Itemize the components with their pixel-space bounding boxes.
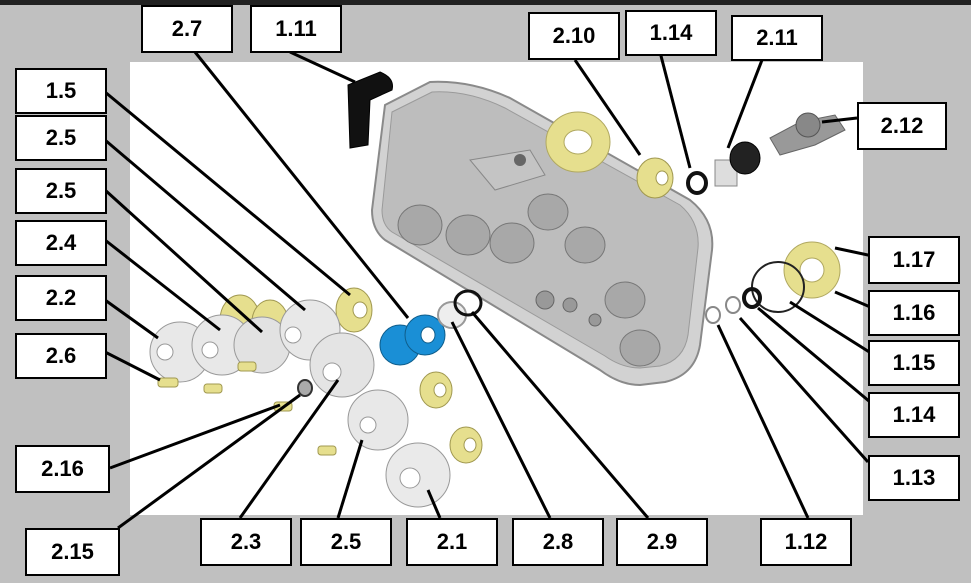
bearing-2-10 [636,157,674,199]
leader-1-15 [789,300,883,362]
washer-2-15 [297,379,313,397]
label-1-5[interactable]: 1.5 [15,68,107,114]
label-1-15[interactable]: 1.15 [868,340,960,386]
leader-1-13 [738,317,870,463]
label-2-1[interactable]: 2.1 [406,518,498,566]
label-2-15[interactable]: 2.15 [25,528,120,576]
leader-2-2 [104,298,159,340]
bearing-cover-plate [783,241,841,299]
label-2-8[interactable]: 2.8 [512,518,604,566]
leader-2-10 [573,59,642,156]
seal-ring-right [742,287,762,309]
label-2-5-a[interactable]: 2.5 [15,115,107,161]
leader-2-5-a [104,138,306,312]
cover-part [347,71,393,149]
leader-1-11 [289,50,356,84]
leader-1-14-top [658,51,692,169]
label-1-16[interactable]: 1.16 [868,290,960,336]
gear-cluster [149,294,451,508]
leader-2-9 [470,311,650,519]
lower-bearings [419,371,483,464]
label-2-7[interactable]: 2.7 [141,5,233,53]
housing-plate [370,80,714,387]
label-2-2[interactable]: 2.2 [15,275,107,321]
label-2-5-b[interactable]: 2.5 [15,168,107,214]
label-2-9[interactable]: 2.9 [616,518,708,566]
leader-2-12 [821,116,858,124]
leader-2-3 [238,379,340,519]
washer-1-12 [705,306,721,324]
label-1-14-top[interactable]: 1.14 [625,10,717,56]
leader-2-5-c [336,439,364,519]
label-2-4[interactable]: 2.4 [15,220,107,266]
leader-2-15 [117,393,301,530]
flange-plate [545,111,611,173]
shaft-2-12 [769,112,846,156]
label-1-13[interactable]: 1.13 [868,455,960,501]
label-2-16[interactable]: 2.16 [15,445,110,493]
label-1-12[interactable]: 1.12 [760,518,852,566]
bearing-1-5 [335,287,373,333]
leader-1-14-right [757,306,883,414]
leader-2-7 [193,51,410,319]
label-2-10[interactable]: 2.10 [528,12,620,60]
leader-2-1 [426,489,442,519]
seal-ring-top [686,171,708,195]
label-2-3[interactable]: 2.3 [200,518,292,566]
ring-2-9 [453,289,483,317]
leader-2-4 [104,238,221,332]
blue-spacer [379,314,446,366]
label-2-11[interactable]: 2.11 [731,15,823,61]
leader-2-11 [726,59,764,149]
leader-2-16 [109,403,281,470]
top-bar [0,0,971,5]
label-1-14-right[interactable]: 1.14 [868,392,960,438]
leader-2-6 [104,350,161,382]
label-2-5-c[interactable]: 2.5 [300,518,392,566]
label-2-6[interactable]: 2.6 [15,333,107,379]
leader-2-5-b [103,188,264,334]
washer-1-13 [725,296,741,314]
leader-lines [103,50,883,530]
label-1-17[interactable]: 1.17 [868,236,960,284]
leader-1-12 [716,324,810,519]
leader-1-5 [104,90,351,297]
label-2-12[interactable]: 2.12 [857,102,947,150]
label-1-11[interactable]: 1.11 [250,5,342,53]
leader-2-8 [450,321,552,519]
gear-2-11 [714,141,761,187]
